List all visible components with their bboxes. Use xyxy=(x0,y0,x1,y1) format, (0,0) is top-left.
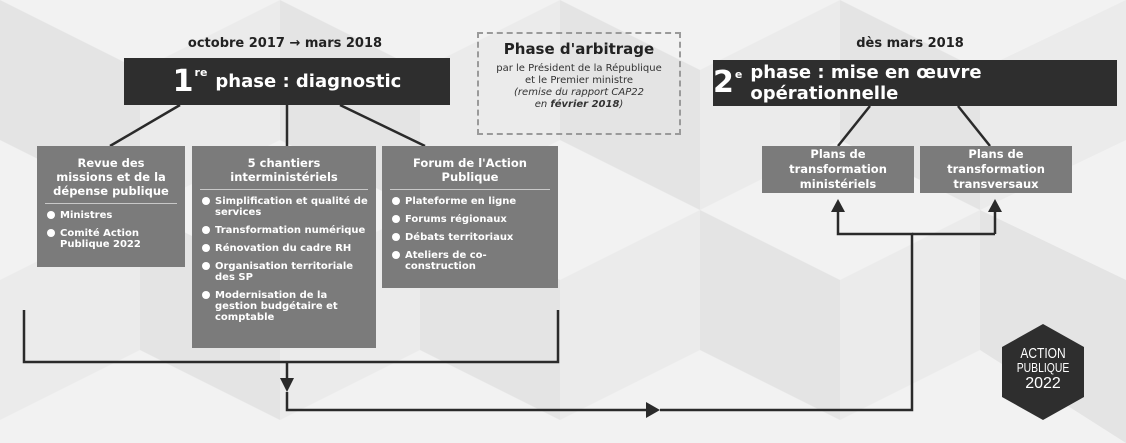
phase2-date: dès mars 2018 xyxy=(856,36,964,51)
note-prefix: en xyxy=(534,99,551,110)
panel-forum: Forum de l'Action Publique Plateforme en… xyxy=(382,146,558,288)
list-item: Organisation territoriale des SP xyxy=(200,261,370,283)
action-publique-logo: ACTION PUBLIQUE 2022 xyxy=(1000,322,1086,422)
hexagon-logo-icon xyxy=(1002,324,1084,420)
phase2-title: phase : mise en œuvre opérationnelle xyxy=(750,62,982,104)
arbitrage-note2: en février 2018) xyxy=(479,99,679,111)
note-date: février 2018 xyxy=(550,99,620,110)
box-plans-transversaux: Plans de transformation transversaux xyxy=(920,146,1072,193)
arbitrage-box: Phase d'arbitrage par le Président de la… xyxy=(477,32,681,135)
arrow-up-icon xyxy=(988,199,1002,212)
list-item: Modernisation de la gestion budgétaire e… xyxy=(200,290,370,323)
arrow-right-icon xyxy=(646,402,660,418)
phase1-number: 1 xyxy=(172,63,194,99)
arrow-down-icon xyxy=(280,378,294,392)
panel-title: Revue des missions et de la dépense publ… xyxy=(45,156,177,204)
list-item: Comité Action Publique 2022 xyxy=(45,228,179,250)
logo-line3: 2022 xyxy=(1025,375,1061,392)
panel-revue-missions: Revue des missions et de la dépense publ… xyxy=(37,146,185,267)
logo-line2: PUBLIQUE xyxy=(1016,360,1070,375)
panel-chantiers: 5 chantiers interministériels Simplifica… xyxy=(192,146,376,348)
box-plans-ministeriels: Plans de transformation ministériels xyxy=(762,146,914,193)
phase1-date: octobre 2017 → mars 2018 xyxy=(187,36,383,51)
phase2-ordinal: e xyxy=(734,67,743,81)
arbitrage-line1: par le Président de la République xyxy=(496,63,662,74)
list-item: Ateliers de co-construction xyxy=(390,250,552,272)
panel-title: 5 chantiers interministériels xyxy=(200,156,368,190)
list-item: Plateforme en ligne xyxy=(390,196,552,207)
list-item: Simplification et qualité de services xyxy=(200,196,370,218)
note-suffix: ) xyxy=(619,99,624,110)
list-item: Ministres xyxy=(45,210,179,221)
phase2-number: 2 xyxy=(713,65,734,100)
list-item: Rénovation du cadre RH xyxy=(200,243,370,254)
list-item: Forums régionaux xyxy=(390,214,552,225)
arrow-up-icon xyxy=(831,199,845,212)
panel-title: Forum de l'Action Publique xyxy=(390,156,550,190)
arbitrage-title: Phase d'arbitrage xyxy=(503,40,655,58)
phase1-title: phase : diagnostic xyxy=(215,71,402,92)
list-item: Transformation numérique xyxy=(200,225,370,236)
phase1-ordinal: re xyxy=(194,66,208,79)
logo-line1: ACTION xyxy=(1020,345,1066,362)
list-item: Débats territoriaux xyxy=(390,232,552,243)
arbitrage-line2: et le Premier ministre xyxy=(524,75,634,86)
arbitrage-note1: (remise du rapport CAP22 xyxy=(514,87,644,98)
